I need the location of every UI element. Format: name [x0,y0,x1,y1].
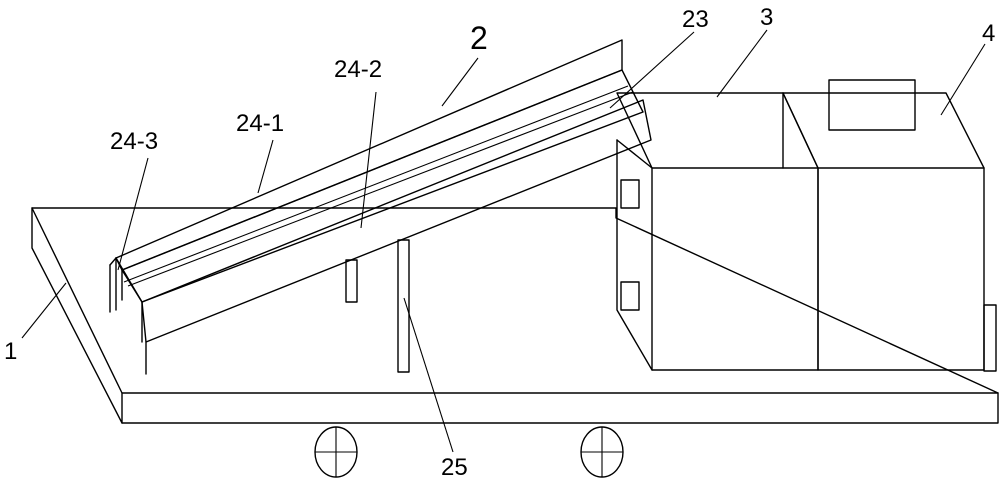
label-2: 2 [470,20,488,56]
label-1: 1 [4,338,18,365]
label-3: 3 [760,4,774,31]
label-23: 23 [682,6,709,33]
label-4: 4 [982,20,996,47]
inclined-conveyor [109,39,652,375]
base-platform [31,207,999,424]
label-24-3: 24-3 [110,128,159,155]
wheel-right [580,426,624,478]
box-4 [782,79,997,372]
leader-lines [21,29,986,453]
label-24-1: 24-1 [236,110,285,137]
label-24-2: 24-2 [334,56,383,83]
support-posts [345,239,410,373]
label-25: 25 [441,454,468,481]
wheel-left [314,426,358,478]
box-3 [616,92,819,371]
